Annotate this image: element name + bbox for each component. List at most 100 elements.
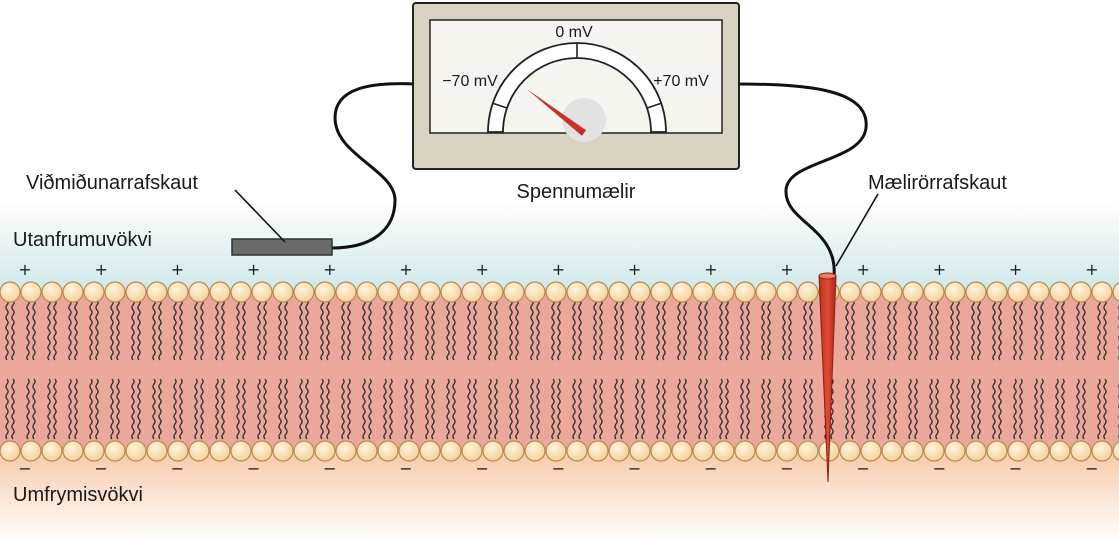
lipid-head: [734, 440, 756, 462]
extracellular-label: Utanfrumuvökvi: [13, 229, 152, 251]
inner-charge-sign: −: [552, 459, 565, 478]
lipid-tail: [1061, 378, 1065, 440]
lipid-tail: [179, 299, 183, 361]
lipid-head: [503, 281, 525, 303]
meter-needle: [526, 89, 587, 136]
lipid-head: [1007, 281, 1029, 303]
lipid-tails: [5, 299, 1119, 440]
lipid-tail: [767, 299, 771, 361]
lipid-tail: [368, 378, 372, 440]
lipid-tail: [110, 378, 114, 440]
lipid-tail: [116, 378, 120, 440]
lipid-tail: [809, 378, 813, 440]
lipid-tail: [389, 378, 393, 440]
lipid-tail: [1034, 299, 1038, 361]
lipid-tail: [662, 299, 666, 361]
meter-label: Spennumælir: [517, 181, 636, 203]
lipid-tail: [1040, 299, 1044, 361]
lipid-tail: [116, 299, 120, 361]
lipid-tail: [578, 299, 582, 361]
lipid-head: [839, 281, 861, 303]
lipid-tail: [278, 299, 282, 361]
lipid-head: [608, 440, 630, 462]
lipid-tail: [551, 378, 555, 440]
outer-charge-sign: +: [323, 260, 336, 279]
lipid-tail: [1013, 299, 1017, 361]
inner-charge-sign: −: [1009, 459, 1022, 478]
lipid-head: [629, 281, 651, 303]
lipid-tail: [992, 378, 996, 440]
lipid-tail: [179, 378, 183, 440]
lipid-head: [881, 440, 903, 462]
inner-charge-sign: −: [18, 459, 31, 478]
outer-charge-sign: +: [171, 260, 184, 279]
inner-charges: −−−−−−−−−−−−−−−: [18, 459, 1098, 478]
lipid-tail: [347, 299, 351, 361]
lipid-tail: [740, 378, 744, 440]
lipid-head: [62, 281, 84, 303]
lipid-tail: [1097, 299, 1101, 361]
lipid-tail: [404, 378, 408, 440]
lipid-head: [797, 440, 819, 462]
outer-charge-sign: +: [475, 260, 488, 279]
meter-dial-band: [487, 42, 667, 133]
lipid-head: [356, 281, 378, 303]
lipid-tail: [1040, 378, 1044, 440]
lipid-tail: [152, 378, 156, 440]
lipid-tail: [89, 299, 93, 361]
lipid-tail: [698, 299, 702, 361]
intracellular-label: Umfrymisvökvi: [13, 484, 143, 506]
inner-charge-sign: −: [94, 459, 107, 478]
outer-charge-sign: +: [552, 260, 565, 279]
lipid-tail: [53, 299, 57, 361]
lipid-head: [461, 440, 483, 462]
lipid-tail: [1019, 378, 1023, 440]
lipid-head: [965, 440, 987, 462]
lipid-tail: [893, 299, 897, 361]
lipid-tail: [1055, 299, 1059, 361]
lipid-tail: [641, 299, 645, 361]
lipid-tail: [740, 299, 744, 361]
lipid-head: [440, 281, 462, 303]
lipid-tail: [593, 378, 597, 440]
lipid-tail: [1082, 378, 1086, 440]
lipid-tail: [746, 299, 750, 361]
lipid-tail: [599, 299, 603, 361]
lipid-head: [335, 440, 357, 462]
lipid-tail: [326, 378, 330, 440]
lipid-tail: [908, 378, 912, 440]
lipid-tail: [488, 299, 492, 361]
lipid-tail: [221, 378, 225, 440]
lipid-tail: [845, 378, 849, 440]
lipid-head: [125, 440, 147, 462]
lipid-head: [41, 440, 63, 462]
lipid-tail: [494, 378, 498, 440]
lipid-tail: [320, 299, 324, 361]
outer-charge-sign: +: [1085, 260, 1098, 279]
lipid-tail: [305, 378, 309, 440]
lipid-tail: [788, 299, 792, 361]
lipid-tail: [278, 378, 282, 440]
lipid-tail: [593, 299, 597, 361]
lipid-tail: [635, 299, 639, 361]
lipid-tail: [11, 378, 15, 440]
recording-wire: [737, 82, 868, 277]
inner-charge-sign: −: [933, 459, 946, 478]
outer-charge-sign: +: [856, 260, 869, 279]
lipid-tail: [431, 299, 435, 361]
lipid-tail: [719, 299, 723, 361]
lipid-tail: [767, 378, 771, 440]
lipid-tail: [866, 299, 870, 361]
lipid-head: [83, 440, 105, 462]
lipid-tail: [347, 378, 351, 440]
lipid-head: [335, 281, 357, 303]
outer-charge-sign: +: [628, 260, 641, 279]
lipid-tail: [908, 299, 912, 361]
lipid-tail: [977, 378, 981, 440]
lipid-tail: [887, 299, 891, 361]
lipid-tail: [530, 378, 534, 440]
lipid-tail: [95, 299, 99, 361]
lipid-head: [398, 281, 420, 303]
lipid-tail: [698, 378, 702, 440]
